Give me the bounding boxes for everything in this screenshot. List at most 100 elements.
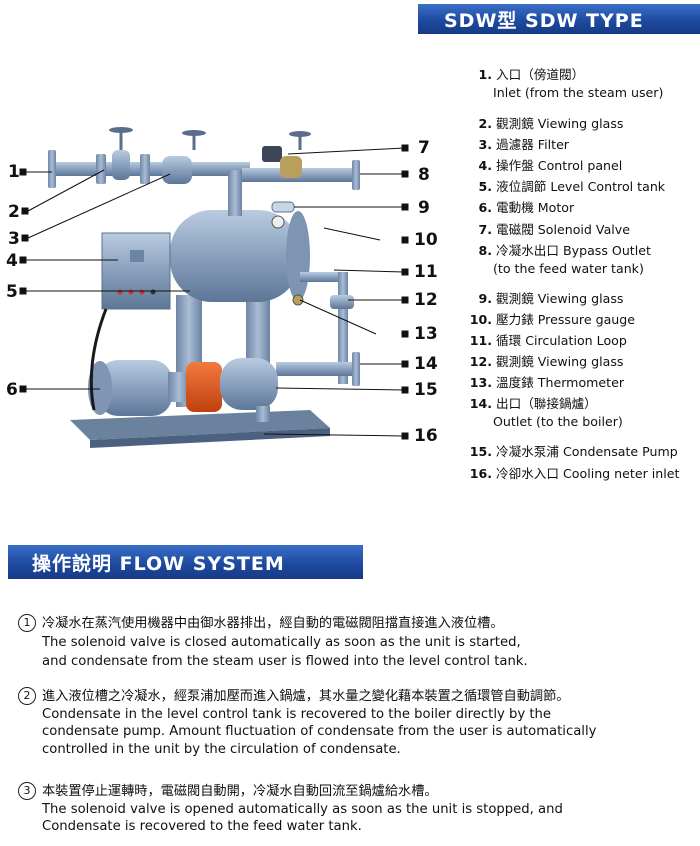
motor <box>98 360 172 416</box>
type-title: SDW型 SDW TYPE <box>444 9 644 32</box>
legend-text: 出口（聯接鍋爐） <box>496 396 597 411</box>
step-number-badge: 3 <box>18 782 36 800</box>
legend-item-14: 14. 出口（聯接鍋爐） <box>468 393 597 412</box>
legend-item-12: 12. 觀測鏡 Viewing glass <box>468 351 624 370</box>
callout-14: 14 <box>414 354 438 374</box>
step-number-badge: 2 <box>18 687 36 705</box>
legend-text: 電磁閥 Solenoid Valve <box>496 222 630 237</box>
flow-step-en: condensate pump. Amount fluctuation of c… <box>42 724 597 739</box>
callout-8: 8 <box>418 165 430 185</box>
legend-num: 13. <box>469 375 492 390</box>
legend-text: 觀測鏡 Viewing glass <box>496 354 624 369</box>
legend-num: 1. <box>478 67 492 82</box>
legend-num: 11. <box>469 333 492 348</box>
legend-text: 操作盤 Control panel <box>496 158 623 173</box>
callout-12: 12 <box>414 290 438 310</box>
legend-text: 冷凝水泵浦 Condensate Pump <box>496 444 678 459</box>
flow-step-zh: 冷凝水在蒸汽使用機器中由御水器排出，經自動的電磁閥阻擋直接進入液位槽。 <box>42 616 504 631</box>
legend-text: 循環 Circulation Loop <box>496 333 627 348</box>
legend-num: 16. <box>469 466 492 481</box>
legend-text: 入口（傍道閥） <box>496 67 585 82</box>
flow-step-zh: 本裝置停止運轉時，電磁閥自動開，冷凝水自動回流至鍋爐給水槽。 <box>42 784 438 799</box>
flow-step-en: and condensate from the steam user is fl… <box>42 654 528 669</box>
legend-text: 電動機 Motor <box>496 200 575 215</box>
flow-step-3: 3 本裝置停止運轉時，電磁閥自動開，冷凝水自動回流至鍋爐給水槽。 The sol… <box>18 782 688 835</box>
flow-system-title: 操作說明 FLOW SYSTEM <box>32 552 285 575</box>
legend-item-4: 4. 操作盤 Control panel <box>468 155 622 174</box>
legend-item-1-cont: Inlet (from the steam user) <box>493 85 664 100</box>
legend-item-1: 1. 入口（傍道閥） <box>468 64 584 83</box>
legend-num: 9. <box>478 291 492 306</box>
pressure-gauge <box>271 215 285 229</box>
flow-step-en: Condensate in the level control tank is … <box>42 707 551 722</box>
legend-text: 觀測鏡 Viewing glass <box>496 291 624 306</box>
legend-item-2: 2. 觀測鏡 Viewing glass <box>468 113 624 132</box>
flow-step-zh: 進入液位槽之冷凝水，經泵浦加壓而進入鍋爐，其水量之變化藉本裝置之循環管自動調節。 <box>42 689 570 704</box>
legend-item-5: 5. 液位調節 Level Control tank <box>468 176 665 195</box>
legend-item-9: 9. 觀測鏡 Viewing glass <box>468 288 624 307</box>
callout-15: 15 <box>414 380 438 400</box>
equipment-diagram: 1 2 3 4 5 6 7 8 9 10 11 12 13 14 15 16 <box>0 110 460 470</box>
legend-item-8: 8. 冷凝水出口 Bypass Outlet <box>468 240 651 259</box>
legend-text: 壓力錶 Pressure gauge <box>496 312 636 327</box>
legend-num: 15. <box>469 444 492 459</box>
flow-step-en: The solenoid valve is closed automatical… <box>42 635 521 650</box>
control-panel-box <box>101 232 171 310</box>
callout-3: 3 <box>8 229 20 249</box>
legend-num: 7. <box>478 222 492 237</box>
legend-item-7: 7. 電磁閥 Solenoid Valve <box>468 219 630 238</box>
legend-item-11: 11. 循環 Circulation Loop <box>468 330 627 349</box>
pump-housing <box>186 362 222 412</box>
callout-11: 11 <box>414 262 438 282</box>
legend-text: 冷卻水入口 Cooling neter inlet <box>496 466 680 481</box>
legend-num: 10. <box>469 312 492 327</box>
cooling-inlet <box>256 406 270 422</box>
step-number-badge: 1 <box>18 614 36 632</box>
flow-step-en: The solenoid valve is opened automatical… <box>42 802 563 817</box>
legend-item-8-cont: (to the feed water tank) <box>493 261 644 276</box>
legend-num: 2. <box>478 116 492 131</box>
legend-num: 12. <box>469 354 492 369</box>
flow-step-2: 2 進入液位槽之冷凝水，經泵浦加壓而進入鍋爐，其水量之變化藉本裝置之循環管自動調… <box>18 687 688 759</box>
flow-step-en: controlled in the unit by the circulatio… <box>42 742 401 757</box>
legend-text: 過濾器 Filter <box>496 137 569 152</box>
legend-text: 冷凝水出口 Bypass Outlet <box>496 243 651 258</box>
legend-item-14-cont: Outlet (to the boiler) <box>493 414 623 429</box>
legend-num: 6. <box>478 200 492 215</box>
callout-1: 1 <box>8 162 20 182</box>
callout-13: 13 <box>414 324 438 344</box>
legend-item-15: 15. 冷凝水泵浦 Condensate Pump <box>468 441 678 460</box>
legend-item-13: 13. 溫度錶 Thermometer <box>468 372 624 391</box>
circulation-loop <box>300 272 348 282</box>
legend-text: 溫度錶 Thermometer <box>496 375 625 390</box>
flow-step-en: Condensate is recovered to the feed wate… <box>42 819 362 834</box>
callout-4: 4 <box>6 251 18 271</box>
outlet-pipe <box>276 362 356 376</box>
viewing-glass-9 <box>271 201 295 213</box>
callout-16: 16 <box>414 426 438 446</box>
level-control-tank <box>170 210 300 302</box>
callout-6: 6 <box>6 380 18 400</box>
flow-step-1: 1 冷凝水在蒸汽使用機器中由御水器排出，經自動的電磁閥阻擋直接進入液位槽。 Th… <box>18 614 688 671</box>
callout-7: 7 <box>418 138 430 158</box>
flow-system-banner: 操作說明 FLOW SYSTEM <box>8 545 363 579</box>
thermometer <box>292 294 304 306</box>
solenoid-valve <box>262 146 282 162</box>
legend-item-3: 3. 過濾器 Filter <box>468 134 569 153</box>
legend-text: 液位調節 Level Control tank <box>496 179 666 194</box>
legend-text: 觀測鏡 Viewing glass <box>496 116 624 131</box>
legend-num: 3. <box>478 137 492 152</box>
callout-5: 5 <box>6 282 18 302</box>
legend-num: 5. <box>478 179 492 194</box>
callout-10: 10 <box>414 230 438 250</box>
filter <box>162 156 192 184</box>
type-title-banner: SDW型 SDW TYPE <box>418 4 700 34</box>
callout-2: 2 <box>8 202 20 222</box>
callout-9: 9 <box>418 198 430 218</box>
equipment-illustration <box>19 127 409 448</box>
legend-num: 4. <box>478 158 492 173</box>
legend-num: 14. <box>469 396 492 411</box>
legend-item-6: 6. 電動機 Motor <box>468 197 574 216</box>
legend-item-16: 16. 冷卻水入口 Cooling neter inlet <box>468 463 680 482</box>
legend-item-10: 10. 壓力錶 Pressure gauge <box>468 309 635 328</box>
